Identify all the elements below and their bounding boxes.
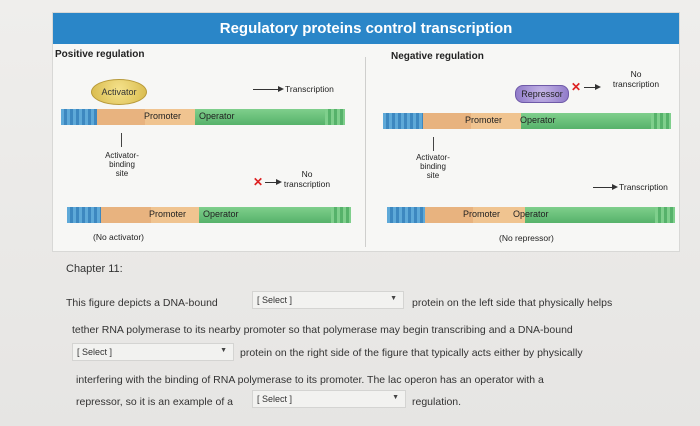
question-line-1a: This figure depicts a DNA-bound [66,297,218,309]
caret-down-icon: ▼ [390,295,397,302]
question-line-4: interfering with the binding of RNA poly… [76,374,544,386]
transcription-label: Transcription [619,182,668,192]
arrow-right-icon [265,179,282,185]
dna-strand-negative-active: Promoter Operator [387,207,675,223]
positive-regulation-title: Positive regulation [55,49,145,60]
panel-divider [365,57,366,247]
activator-binding-site-label: Activator- binding site [105,151,139,178]
repressor-protein: Repressor [515,85,569,103]
activator-protein: Activator [91,79,147,105]
negative-regulation-title: Negative regulation [391,51,484,62]
dna-strand-positive-inactive: Promoter Operator [67,207,351,223]
arrow-right-icon [253,86,284,92]
question-line-1b: protein on the left side that physically… [412,297,613,309]
chapter-heading: Chapter 11: [66,263,123,275]
caret-down-icon: ▼ [220,347,227,354]
promoter-label: Promoter [149,209,187,219]
operator-label: Operator [199,111,235,121]
figure-title: Regulatory proteins control transcriptio… [53,13,679,44]
no-activator-label: (No activator) [93,232,145,242]
operator-label: Operator [203,209,239,219]
question-line-2: tether RNA polymerase to its nearby prom… [72,324,573,336]
dna-strand-negative-repressed: Promoter Operator [383,113,671,129]
transcription-label: Transcription [285,84,334,94]
promoter-label: Promoter [463,209,501,219]
no-transcription-label: No transcription [283,169,331,189]
operator-label: Operator [520,115,556,125]
select-dropdown-2[interactable]: [ Select ] ▼ [72,343,234,361]
no-repressor-label: (No repressor) [499,233,554,243]
dna-strand-positive-active: Promoter Operator [61,109,345,125]
activator-binding-site-label: Activator- binding site [416,153,450,180]
binding-site-pointer [433,137,434,151]
arrow-right-icon [584,84,601,90]
arrow-right-icon [593,184,618,190]
caret-down-icon: ▼ [392,394,399,401]
question-line-3b: protein on the right side of the figure … [240,347,583,359]
operator-label: Operator [513,209,549,219]
regulation-figure: Regulatory proteins control transcriptio… [52,12,680,252]
select-dropdown-1[interactable]: [ Select ] ▼ [252,291,404,309]
question-line-5a: repressor, so it is an example of a [76,396,233,408]
x-mark-icon: ✕ [571,80,582,94]
promoter-label: Promoter [465,115,503,125]
question-line-5b: regulation. [412,396,462,408]
x-mark-icon: ✕ [253,175,264,189]
select-dropdown-3[interactable]: [ Select ] ▼ [252,390,406,408]
binding-site-pointer [121,133,122,147]
no-transcription-label: No transcription [612,69,660,89]
promoter-label: Promoter [144,111,182,121]
